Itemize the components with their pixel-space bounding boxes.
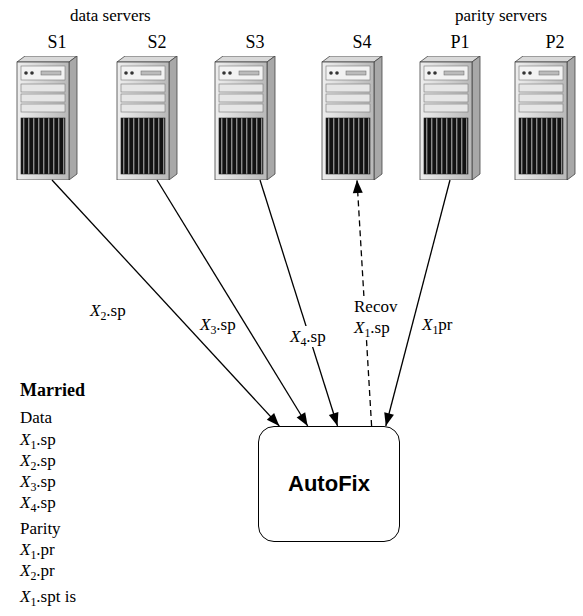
- server-node: S2: [107, 32, 207, 180]
- server-icon: [17, 56, 77, 180]
- edge-label: Recov X1.sp: [352, 296, 408, 338]
- server-name: P1: [410, 32, 510, 52]
- edge-label: X1pr: [420, 314, 455, 335]
- note-label: data servers: [70, 6, 151, 26]
- note-label: X1.pr: [20, 540, 55, 560]
- connector: [260, 180, 338, 426]
- box-title: AutoFix: [288, 471, 370, 497]
- note-label: X1.sp: [20, 430, 56, 450]
- arrow-head: [353, 180, 363, 193]
- arrow-head: [297, 412, 308, 426]
- server-icon: [215, 56, 275, 180]
- note-label: X2.pr: [20, 561, 55, 581]
- server-icon: [322, 56, 382, 180]
- server-icon: [420, 56, 480, 180]
- server-node: S4: [312, 32, 412, 180]
- list-heading: Married: [20, 380, 85, 400]
- edge-label: X4.sp: [288, 326, 328, 347]
- server-name: S1: [7, 32, 107, 52]
- connector: [52, 180, 279, 426]
- server-name: P2: [505, 32, 583, 52]
- server-node: S1: [7, 32, 107, 180]
- server-icon: [515, 56, 575, 180]
- server-node: P1: [410, 32, 510, 180]
- arrow-head: [267, 413, 279, 426]
- note-label: X2.sp: [20, 451, 56, 471]
- note-label: X4.sp: [20, 493, 56, 513]
- server-name: S3: [205, 32, 305, 52]
- note-label: Data: [20, 408, 52, 428]
- server-node: S3: [205, 32, 305, 180]
- process-box: AutoFix: [258, 426, 400, 542]
- edge-label: X2.sp: [88, 300, 128, 321]
- server-name: S2: [107, 32, 207, 52]
- arrow-head: [329, 412, 339, 426]
- server-icon: [117, 56, 177, 180]
- note-label: X3.sp: [20, 472, 56, 492]
- server-name: S4: [312, 32, 412, 52]
- edge-label: X3.sp: [198, 314, 238, 335]
- arrow-head: [384, 412, 394, 426]
- server-node: P2: [505, 32, 583, 180]
- note-label: X1.spt is: [20, 587, 76, 607]
- note-label: Parity: [20, 519, 61, 539]
- note-label: parity servers: [455, 6, 547, 26]
- connector: [157, 180, 308, 426]
